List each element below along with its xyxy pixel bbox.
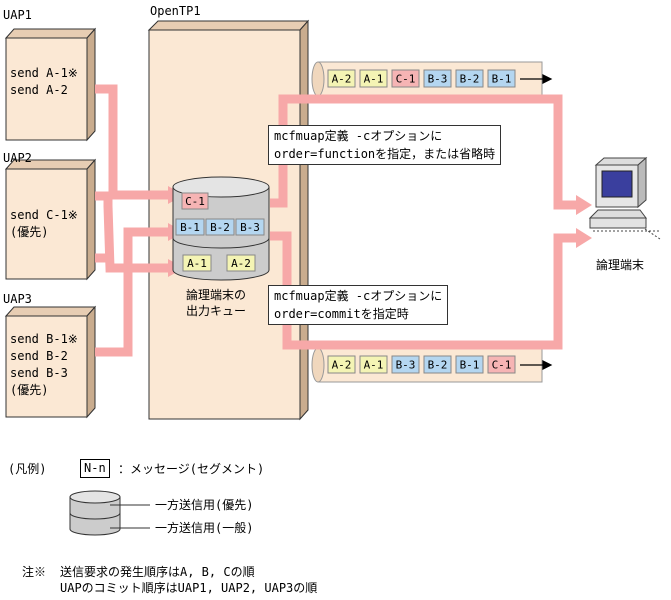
note-order-function: mcfmuap定義 -cオプションに order=functionを指定，または…	[268, 125, 502, 165]
note-top-line-2: order=functionを指定，または省略時	[274, 147, 496, 161]
top-pipe-segment: A-1	[359, 69, 388, 88]
svg-text:B-3: B-3	[396, 359, 416, 372]
svg-text:B-1: B-1	[460, 359, 480, 372]
uap3-label: UAP3	[3, 292, 32, 306]
note-bottom-line-1: mcfmuap定義 -cオプションに	[274, 289, 443, 303]
bottom-pipe-segment: B-2	[423, 355, 452, 374]
queue-middle-segment: B-1	[175, 218, 205, 236]
uap1-label: UAP1	[3, 8, 32, 22]
uap1-line-1: send A-1※	[10, 66, 78, 80]
bottom-pipe-segment: C-1	[487, 355, 516, 374]
queue-middle-segment: B-3	[235, 218, 265, 236]
uap3-line-2: send B-2	[10, 349, 68, 363]
svg-text:A-2: A-2	[231, 257, 251, 270]
queue-to-top-pipe-arrow	[270, 94, 580, 210]
bottom-pipe-segment: A-2	[327, 355, 356, 374]
svg-text:C-1: C-1	[492, 359, 512, 372]
legend-normal-text: 一方送信用(一般)	[155, 521, 254, 535]
queue-middle-segment: B-2	[205, 218, 235, 236]
note-top-line-1: mcfmuap定義 -cオプションに	[274, 129, 443, 143]
queue-to-bottom-pipe-arrow	[270, 231, 580, 350]
uap3-line-1: send B-1※	[10, 332, 78, 346]
uap3-box-shape	[4, 305, 97, 419]
flow-arrows	[95, 84, 580, 357]
svg-text:B-2: B-2	[460, 73, 480, 86]
svg-text:B-1: B-1	[492, 73, 512, 86]
legend-title: (凡例)	[8, 462, 47, 476]
uap2-label: UAP2	[3, 151, 32, 165]
svg-text:A-1: A-1	[364, 359, 384, 372]
footnote-line-1: 送信要求の発生順序はA, B, Cの順	[60, 565, 255, 579]
svg-text:C-1: C-1	[396, 73, 416, 86]
opentp1-label: OpenTP1	[150, 4, 201, 18]
legend-segment-text: ：メッセージ(セグメント)	[118, 462, 265, 476]
legend-priority-text: 一方送信用(優先)	[155, 498, 254, 512]
svg-text:A-2: A-2	[332, 359, 352, 372]
note-bottom-line-2: order=commitを指定時	[274, 307, 409, 321]
svg-text:A-1: A-1	[187, 257, 207, 270]
queue-normal-segment: A-1	[182, 254, 212, 272]
uap1-line-2: send A-2	[10, 83, 68, 97]
queue-normal-segment: A-2	[226, 254, 256, 272]
note-order-commit: mcfmuap定義 -cオプションに order=commitを指定時	[268, 285, 449, 325]
terminal-icon	[588, 156, 661, 240]
legend-cylinder-icon	[69, 490, 150, 536]
svg-text:B-3: B-3	[240, 221, 260, 234]
queue-label-line-2: 出力キュー	[186, 304, 247, 318]
svg-text:A-1: A-1	[364, 73, 384, 86]
terminal-label: 論理端末	[596, 258, 645, 272]
svg-text:A-2: A-2	[332, 73, 352, 86]
top-pipe-segment: C-1	[391, 69, 420, 88]
uap1-to-queue-arrow	[95, 84, 172, 200]
pipe-arrow-lines	[520, 74, 553, 370]
svg-text:B-2: B-2	[428, 359, 448, 372]
uap3-to-queue-arrow	[95, 227, 172, 357]
bottom-pipe-segment: A-1	[359, 355, 388, 374]
uap1-box-shape	[4, 27, 97, 142]
footnote-line-2: UAPのコミット順序はUAP1, UAP2, UAP3の順	[60, 581, 318, 595]
uap2-box-shape	[4, 158, 97, 281]
top-pipe-segment: B-3	[423, 69, 452, 88]
queue-label-line-1: 論理端末の	[186, 288, 247, 302]
svg-text:B-2: B-2	[210, 221, 230, 234]
uap3-line-3: send B-3	[10, 366, 68, 380]
legend-segment-sample: N-n	[80, 459, 110, 478]
uap2-line-2: (優先)	[10, 225, 49, 239]
svg-text:C-1: C-1	[185, 195, 205, 208]
queue-priority-segment: C-1	[181, 192, 209, 210]
uap2-line-1: send C-1※	[10, 208, 78, 222]
top-pipe-segment: A-2	[327, 69, 356, 88]
uap3-line-4: (優先)	[10, 383, 49, 397]
svg-text:B-3: B-3	[428, 73, 448, 86]
footnote-mark: 注※	[22, 565, 47, 579]
svg-text:B-1: B-1	[180, 221, 200, 234]
bottom-pipe-segment: B-1	[455, 355, 484, 374]
top-pipe-segment: B-2	[455, 69, 484, 88]
bottom-pipe-segment: B-3	[391, 355, 420, 374]
top-pipe-segment: B-1	[487, 69, 516, 88]
